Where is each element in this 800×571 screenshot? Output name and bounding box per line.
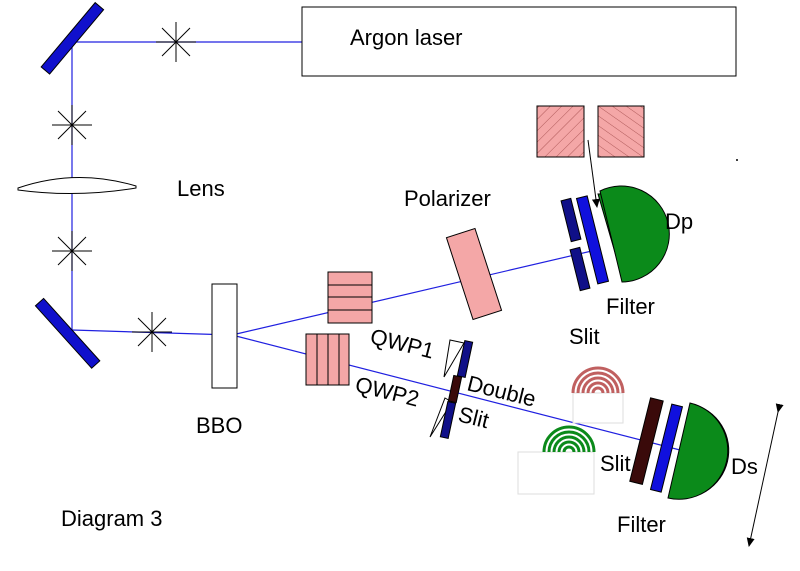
- ds-label: Ds: [731, 454, 758, 479]
- lens: [17, 177, 137, 195]
- top-mirror: [40, 1, 105, 75]
- diagram-caption: Diagram 3: [61, 506, 162, 531]
- upper-slit-part-a: [560, 197, 582, 243]
- waveplate-assembly: [429, 339, 474, 440]
- lower-filter: [649, 403, 684, 493]
- polarizer: [445, 227, 503, 321]
- lower-slit-label: Slit: [600, 451, 631, 476]
- upper-slit-part-b: [569, 246, 591, 292]
- argon-laser-label: Argon laser: [350, 25, 463, 50]
- bottom-mirror: [34, 297, 101, 369]
- lower-slit: [629, 397, 664, 486]
- upper-filter: [575, 195, 610, 285]
- lower-fringe-pattern: [517, 425, 596, 495]
- beam-marker: [156, 22, 196, 62]
- upper-attenuator: [327, 271, 373, 324]
- polarizer-square-right: [597, 105, 645, 158]
- qwp2-plate: [439, 400, 457, 440]
- beam-marker: [132, 312, 172, 352]
- center-slit-label: Slit: [456, 402, 492, 434]
- lower-detector-assembly: [629, 397, 730, 500]
- beam-marker: [52, 105, 92, 145]
- polarizer-square-left: [536, 105, 585, 158]
- upper-detector-body: [599, 185, 670, 283]
- bbo-crystal: [211, 283, 238, 389]
- lower-detector-body: [667, 402, 729, 500]
- lower-filter-label: Filter: [617, 512, 666, 537]
- qwp2-label: QWP2: [353, 372, 422, 412]
- dp-label: Dp: [665, 209, 693, 234]
- detector-scan-arrow: [746, 403, 784, 547]
- qwp1-label: QWP1: [368, 324, 437, 364]
- argon-laser: Argon laser: [301, 6, 737, 77]
- lower-attenuator: [305, 333, 350, 386]
- qwp1-wedge: [443, 339, 465, 378]
- beam-marker: [52, 231, 92, 271]
- upper-detector-assembly: [560, 185, 670, 292]
- polarizer-arrow: [587, 139, 600, 208]
- upper-slit-label: Slit: [569, 324, 600, 349]
- upper-filter-label: Filter: [606, 294, 655, 319]
- lens-label: Lens: [177, 176, 225, 201]
- double-slit-plate: [447, 374, 463, 404]
- polarizer-label: Polarizer: [404, 186, 491, 211]
- bbo-label: BBO: [196, 413, 242, 438]
- upper-fringe-pattern: [571, 366, 625, 424]
- dot: [736, 159, 738, 161]
